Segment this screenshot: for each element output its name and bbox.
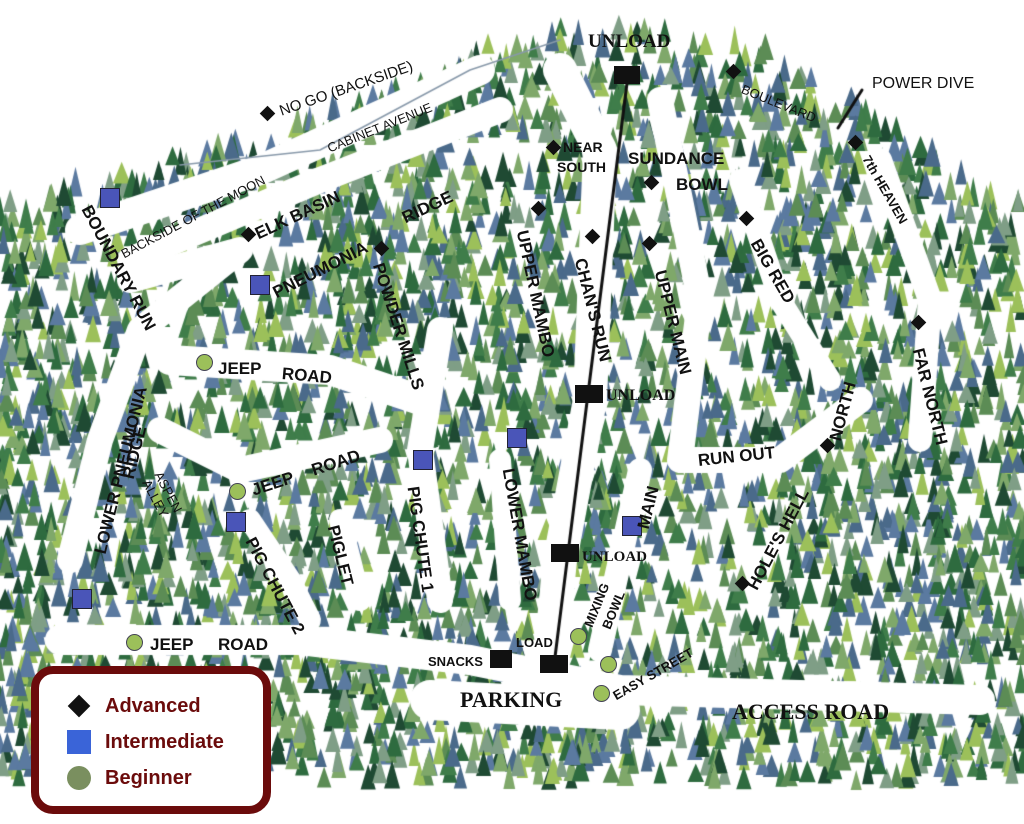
- bowl-label: BOWL: [676, 175, 728, 194]
- intermediate-marker: [622, 516, 642, 536]
- beginner-marker: [196, 354, 213, 371]
- lower-lift-terminal: [551, 544, 579, 562]
- intermediate-marker: [413, 450, 433, 470]
- legend-beginner-label: Beginner: [105, 766, 192, 789]
- legend: Advanced Intermediate Beginner: [31, 666, 271, 814]
- beginner-marker: [229, 483, 246, 500]
- unload-top-label: UNLOAD: [588, 31, 671, 52]
- jeep-label-3: JEEP: [150, 635, 194, 654]
- diamond-icon: [67, 694, 91, 718]
- jeep-label-1: JEEP: [218, 359, 262, 378]
- snacks-building: [490, 650, 512, 668]
- beginner-marker: [126, 634, 143, 651]
- legend-intermediate: Intermediate: [67, 730, 224, 754]
- intermediate-marker: [507, 428, 527, 448]
- unload-lower-label: UNLOAD: [582, 549, 648, 565]
- snacks-label: SNACKS: [428, 654, 483, 669]
- beginner-marker: [570, 628, 587, 645]
- power-dive-label: POWER DIVE: [872, 75, 975, 92]
- beginner-marker: [593, 685, 610, 702]
- legend-beginner: Beginner: [67, 766, 192, 790]
- intermediate-marker: [250, 275, 270, 295]
- sundance-label: SUNDANCE: [628, 149, 725, 168]
- legend-advanced: Advanced: [67, 694, 201, 718]
- beginner-marker: [600, 656, 617, 673]
- circle-icon: [67, 766, 91, 790]
- load-label: LOAD: [516, 635, 553, 650]
- mid-lift-terminal: [575, 385, 603, 403]
- square-icon: [67, 730, 91, 754]
- intermediate-marker: [226, 512, 246, 532]
- top-lift-terminal: [614, 66, 640, 84]
- parking-label: PARKING: [460, 687, 563, 712]
- road-label-1: ROAD: [281, 364, 333, 388]
- south-label: SOUTH: [557, 159, 606, 175]
- load-lift-terminal: [540, 655, 568, 673]
- unload-mid-label: UNLOAD: [606, 387, 676, 404]
- access-road-label: ACCESS ROAD: [732, 699, 890, 724]
- intermediate-marker: [100, 188, 120, 208]
- near-label: NEAR: [563, 139, 603, 155]
- legend-advanced-label: Advanced: [105, 694, 201, 717]
- legend-intermediate-label: Intermediate: [105, 730, 224, 753]
- intermediate-marker: [72, 589, 92, 609]
- road-label-3: ROAD: [218, 635, 269, 654]
